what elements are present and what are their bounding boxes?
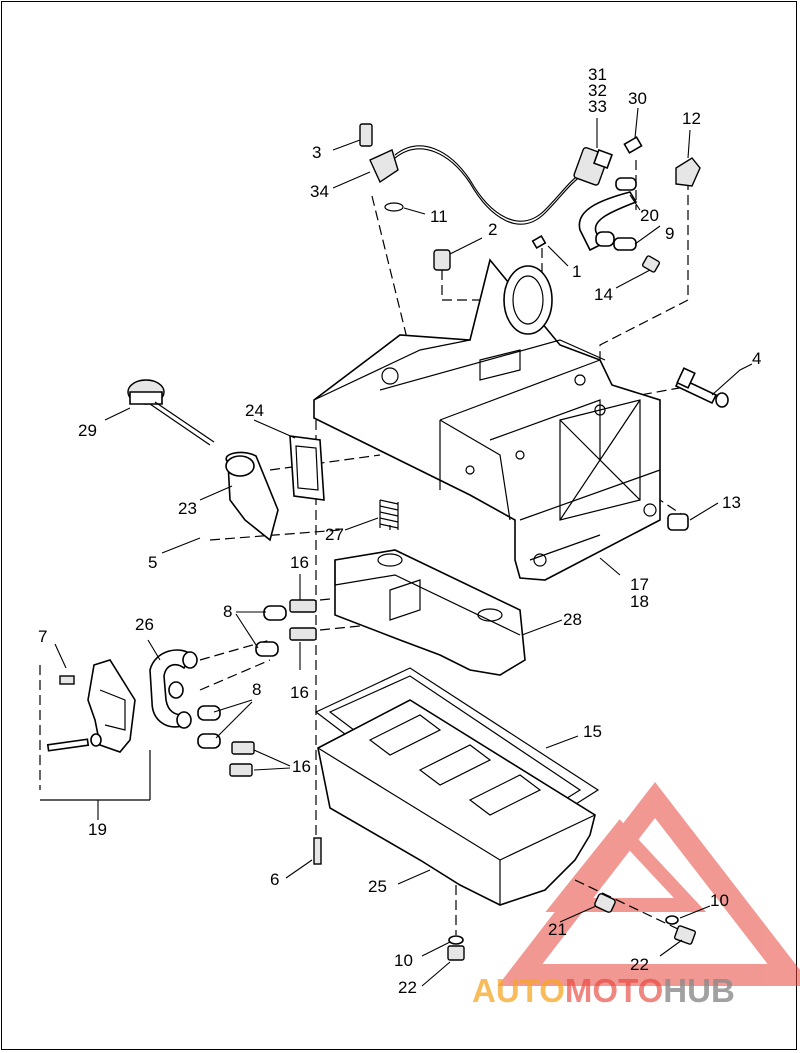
label-16b: 16	[290, 683, 309, 702]
dipstick-29	[127, 379, 215, 446]
label-29: 29	[78, 421, 97, 440]
label-22a: 22	[398, 978, 417, 997]
tank-outlet-23	[225, 435, 325, 542]
label-28: 28	[563, 610, 582, 629]
label-34: 34	[310, 182, 329, 201]
label-10a: 10	[394, 951, 413, 970]
label-13: 13	[722, 493, 741, 512]
bolt-6	[313, 837, 322, 865]
label-25: 25	[368, 877, 387, 896]
drain-plug-items	[447, 893, 696, 961]
label-26: 26	[135, 615, 154, 634]
watermark-moto: MOTO	[565, 972, 663, 1009]
label-7: 7	[38, 627, 47, 646]
label-21: 21	[548, 920, 567, 939]
watermark-auto: AUTO	[472, 972, 565, 1009]
label-14: 14	[594, 285, 613, 304]
label-16a: 16	[290, 553, 309, 572]
label-32: 32	[588, 81, 607, 100]
label-1: 1	[572, 262, 581, 281]
bracket-19	[40, 659, 151, 801]
oil-pan-25	[317, 699, 596, 906]
label-11: 11	[430, 207, 448, 226]
cover-28	[334, 549, 526, 676]
label-33: 33	[588, 97, 607, 116]
label-10b: 10	[710, 891, 729, 910]
label-18: 18	[630, 592, 649, 611]
watermark-hub: HUB	[663, 972, 735, 1009]
label-31: 31	[588, 65, 607, 84]
label-30: 30	[628, 89, 647, 108]
label-5: 5	[148, 553, 157, 572]
label-17: 17	[630, 575, 649, 594]
label-6: 6	[270, 870, 279, 889]
label-3: 3	[312, 143, 321, 162]
label-20: 20	[640, 206, 659, 225]
label-15: 15	[583, 722, 602, 741]
label-22b: 22	[630, 955, 649, 974]
label-27: 27	[325, 525, 344, 544]
label-23: 23	[178, 499, 197, 518]
leader-lines	[54, 107, 753, 987]
spring-27	[379, 499, 399, 530]
label-9: 9	[665, 224, 674, 243]
label-2: 2	[488, 220, 497, 239]
label-8a: 8	[223, 602, 232, 621]
plug-13	[667, 513, 689, 531]
label-12: 12	[682, 109, 701, 128]
label-4: 4	[752, 349, 761, 368]
bolt-4	[674, 367, 729, 408]
sensor-wire-assembly	[359, 123, 613, 225]
oil-tank-body	[313, 258, 661, 581]
label-8b: 8	[252, 680, 261, 699]
label-24: 24	[245, 401, 264, 420]
watermark-text: AUTOMOTOHUB	[472, 972, 735, 1009]
hose-clamps-fittings	[149, 599, 317, 777]
upper-fittings	[433, 136, 701, 273]
watermark-logo	[497, 781, 800, 986]
part-labels: 1 2 3 4 5 6 7 8 8 9 10 10 11 12 13 14 15…	[38, 65, 761, 997]
label-16c: 16	[292, 757, 311, 776]
label-19: 19	[88, 820, 107, 839]
